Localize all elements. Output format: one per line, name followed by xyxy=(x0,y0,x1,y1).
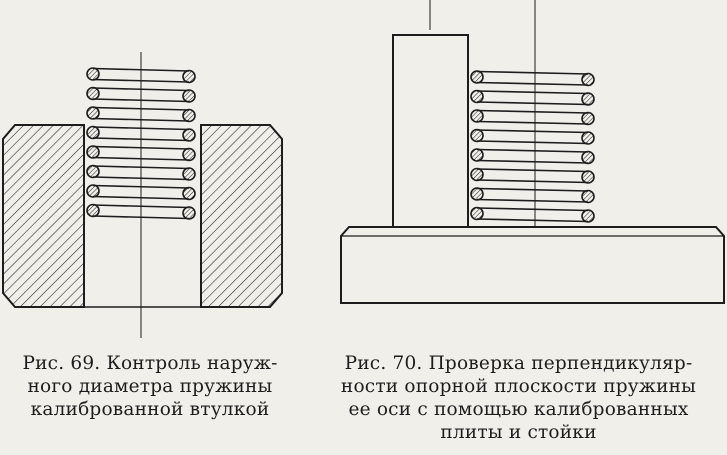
caption-line: Рис. 69. Контроль наруж- xyxy=(22,353,278,374)
caption-line: калиброванной втулкой xyxy=(30,399,270,420)
spring-wire-section xyxy=(182,167,196,181)
spring-coil-line xyxy=(92,98,190,103)
spring-coil-line xyxy=(92,87,190,92)
spring-wire-section xyxy=(86,145,100,159)
spring-coil-line xyxy=(92,67,190,72)
spring-coil-line xyxy=(476,120,589,125)
spring-coil-line xyxy=(476,90,589,95)
spring-fig69 xyxy=(86,67,196,220)
spring-coil-line xyxy=(476,101,589,106)
caption-line: Рис. 70. Проверка перпендикуляр- xyxy=(344,353,693,374)
spring-wire-section xyxy=(581,170,595,184)
spring-coil-line xyxy=(92,126,190,131)
figure-70-drawing xyxy=(340,0,725,304)
spring-wire-section xyxy=(182,147,196,162)
spring-coil-line xyxy=(476,198,589,203)
spring-wire-section xyxy=(182,128,196,142)
spring-wire-section xyxy=(182,186,196,201)
spring-wire-section xyxy=(581,189,595,204)
spring-fig70 xyxy=(470,70,595,223)
spring-coil-line xyxy=(476,168,589,173)
spring-coil-line xyxy=(92,215,190,220)
spring-coil-line xyxy=(476,81,589,86)
spring-wire-section xyxy=(470,148,484,162)
spring-wire-section xyxy=(470,187,484,201)
spring-wire-section xyxy=(470,89,484,104)
spring-coil-line xyxy=(92,165,190,170)
spring-coil-line xyxy=(476,218,589,223)
spring-wire-section xyxy=(581,150,595,165)
spring-coil-line xyxy=(92,106,190,111)
spring-wire-section xyxy=(86,184,100,198)
spring-wire-section xyxy=(470,206,484,221)
spring-coil-line xyxy=(92,195,190,200)
spring-wire-section xyxy=(470,109,484,123)
sleeve-left-wall xyxy=(1,124,85,308)
spring-wire-section xyxy=(86,67,100,81)
spring-coil-line xyxy=(92,204,190,209)
caption-line: плиты и стойки xyxy=(440,422,597,443)
spring-coil-line xyxy=(92,137,190,142)
spring-coil-line xyxy=(92,78,190,83)
spring-coil-line xyxy=(476,129,589,134)
spring-wire-section xyxy=(86,125,100,140)
calibrated-post xyxy=(392,34,469,228)
spring-wire-section xyxy=(182,69,196,84)
figure-70-caption: Рис. 70. Проверка перпендикуляр- ности о… xyxy=(316,352,721,444)
spring-wire-section xyxy=(86,203,100,218)
spring-coil-line xyxy=(92,184,190,189)
spring-wire-section xyxy=(182,89,196,103)
spring-coil-line xyxy=(476,159,589,164)
spring-coil-line xyxy=(476,140,589,145)
spring-wire-section xyxy=(470,167,484,182)
spring-coil-line xyxy=(476,207,589,212)
caption-line: ности опорной плоскости пружины xyxy=(340,376,697,397)
spring-wire-section xyxy=(581,209,595,223)
spring-wire-section xyxy=(182,206,196,220)
spring-wire-section xyxy=(86,86,100,101)
spring-wire-section xyxy=(182,108,196,123)
caption-line: ее оси с помощью калиброванных xyxy=(348,399,689,420)
spring-wire-section xyxy=(581,111,595,126)
spring-wire-section xyxy=(470,128,484,143)
spring-wire-section xyxy=(86,106,100,120)
spring-coil-line xyxy=(92,156,190,161)
spring-wire-section xyxy=(581,92,595,106)
spring-coil-line xyxy=(92,117,190,122)
spring-coil-line xyxy=(476,70,589,75)
spring-coil-line xyxy=(476,109,589,114)
spring-wire-section xyxy=(581,131,595,145)
spring-coil-line xyxy=(476,179,589,184)
spring-wire-section xyxy=(581,72,595,87)
spring-coil-line xyxy=(92,145,190,150)
caption-line: ного диаметра пружины xyxy=(27,376,273,397)
figure-69-drawing xyxy=(1,52,283,338)
spring-coil-line xyxy=(92,176,190,181)
figure-69-caption: Рис. 69. Контроль наруж- ного диаметра п… xyxy=(0,352,300,421)
sleeve-right-wall xyxy=(200,124,283,308)
spring-wire-section xyxy=(470,70,484,84)
spring-coil-line xyxy=(476,148,589,153)
spring-coil-line xyxy=(476,187,589,192)
spring-wire-section xyxy=(86,164,100,179)
calibrated-plate xyxy=(340,226,725,304)
